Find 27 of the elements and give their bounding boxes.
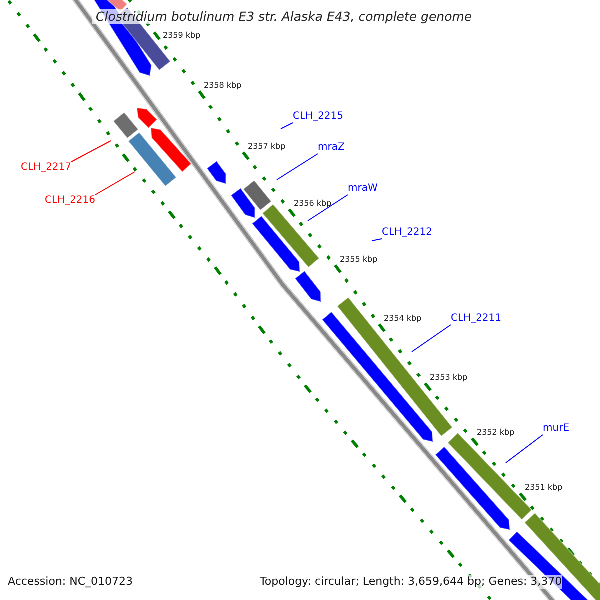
- leader-line: [372, 238, 382, 242]
- position-label: 2351 kbp: [525, 483, 563, 493]
- accession-text: Accession: NC_010723: [8, 575, 134, 589]
- leader-line: [506, 434, 544, 464]
- leader-line: [276, 154, 318, 180]
- topology-text: Topology: circular; Length: 3,659,644 bp; Genes: 3,370: [260, 575, 562, 589]
- position-label: 2355 kbp: [340, 255, 378, 265]
- gene-label: CLH_2216: [45, 195, 96, 207]
- position-label: 2353 kbp: [430, 373, 468, 383]
- leader-line: [280, 122, 294, 130]
- gene-label: murE: [543, 423, 570, 435]
- position-label: 2357 kbp: [248, 142, 286, 152]
- gene-label: mraZ: [318, 142, 345, 154]
- leader-line: [412, 324, 452, 352]
- position-label: 2359 kbp: [163, 31, 201, 41]
- leader-line: [95, 172, 136, 196]
- gene-label: mraW: [348, 183, 378, 195]
- gene-label: CLH_2211: [451, 313, 502, 325]
- position-label: 2354 kbp: [384, 314, 422, 324]
- gene-label: CLH_2217: [21, 162, 72, 174]
- leader-line: [308, 194, 348, 222]
- gene-label: CLH_2215: [293, 111, 344, 123]
- gene-label: CLH_2212: [382, 227, 433, 239]
- position-label: 2356 kbp: [294, 199, 332, 209]
- position-label: 2358 kbp: [204, 81, 242, 91]
- leader-line: [71, 140, 112, 162]
- position-label: 2352 kbp: [477, 428, 515, 438]
